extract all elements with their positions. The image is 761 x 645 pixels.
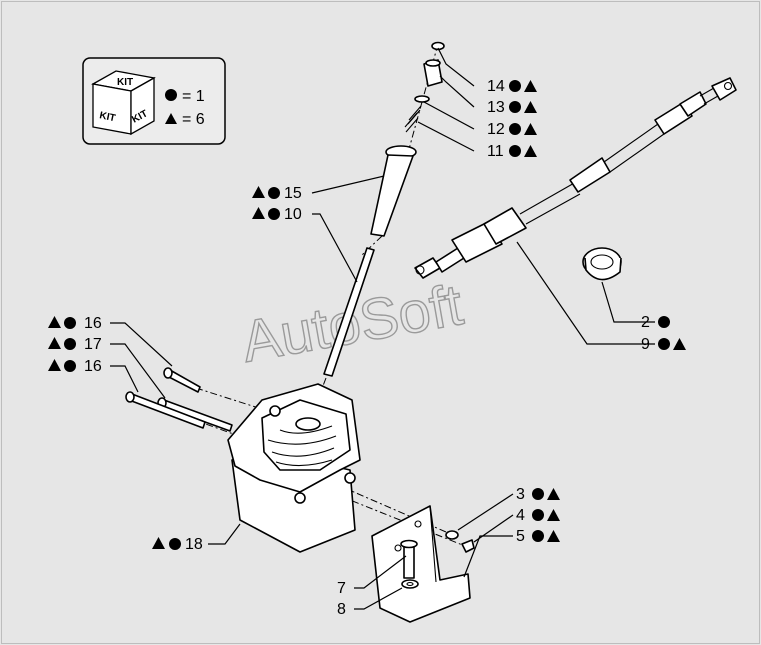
grommet <box>582 247 622 281</box>
bolts <box>125 367 233 432</box>
triangle-symbol-icon <box>152 537 165 549</box>
triangle-symbol-icon <box>48 359 61 371</box>
circle-symbol-icon <box>509 101 521 113</box>
circle-symbol-icon <box>532 509 544 521</box>
callout-3: 3 <box>516 486 560 503</box>
triangle-symbol-icon <box>547 530 560 542</box>
circle-symbol-icon <box>169 538 181 550</box>
circle-symbol-icon <box>64 360 76 372</box>
legend-triangle-text: = 6 <box>182 111 205 128</box>
mounting-bracket <box>371 505 475 623</box>
circle-symbol-icon <box>268 208 280 220</box>
kit-label-front: KIT <box>98 110 116 124</box>
callout-number: 15 <box>284 185 302 202</box>
callout-number: 13 <box>487 99 505 116</box>
circle-symbol-icon <box>64 338 76 350</box>
triangle-symbol-icon <box>252 207 265 219</box>
callout-17: 17 <box>48 336 102 353</box>
callout-7: 7 <box>337 580 346 597</box>
kit-label-top: KIT <box>117 77 133 88</box>
callout-number: 11 <box>487 143 504 160</box>
triangle-symbol-icon <box>48 337 61 349</box>
callout-13: 13 <box>487 99 537 116</box>
triangle-symbol-icon <box>524 101 537 113</box>
circle-symbol-icon <box>509 123 521 135</box>
callout-number: 12 <box>487 121 505 138</box>
callout-4: 4 <box>516 507 560 524</box>
triangle-symbol-icon <box>524 80 537 92</box>
kit-box-icon: KIT KIT KIT <box>91 70 156 136</box>
callout-16-upper: 16 <box>48 315 102 332</box>
callout-number: 16 <box>84 315 102 332</box>
callout-number: 8 <box>337 601 346 618</box>
callout-number: 10 <box>284 206 302 223</box>
callout-number: 7 <box>337 580 346 597</box>
triangle-symbol-icon <box>165 113 177 124</box>
triangle-symbol-icon <box>252 186 265 198</box>
callout-11: 11 <box>487 143 537 160</box>
triangle-symbol-icon <box>524 145 537 157</box>
callout-number: 5 <box>516 528 525 545</box>
callout-16-lower: 16 <box>48 358 102 375</box>
lever-knob-parts <box>404 41 445 133</box>
triangle-symbol-icon <box>524 123 537 135</box>
circle-symbol-icon <box>165 89 177 101</box>
callout-2: 2 <box>641 314 670 331</box>
circle-symbol-icon <box>268 187 280 199</box>
callout-number: 17 <box>84 336 102 353</box>
callout-8: 8 <box>337 601 346 618</box>
callout-15: 15 <box>252 185 302 202</box>
callout-number: 2 <box>641 314 650 331</box>
callout-number: 16 <box>84 358 102 375</box>
gear-cable <box>414 77 737 279</box>
triangle-symbol-icon <box>547 509 560 521</box>
circle-symbol-icon <box>509 145 521 157</box>
callout-number: 3 <box>516 486 525 503</box>
shifter-housing <box>227 383 361 553</box>
circle-symbol-icon <box>64 317 76 329</box>
callout-number: 9 <box>641 336 650 353</box>
callout-number: 4 <box>516 507 525 524</box>
circle-symbol-icon <box>532 488 544 500</box>
callout-5: 5 <box>516 528 560 545</box>
callout-18: 18 <box>152 536 203 553</box>
callout-number: 14 <box>487 78 505 95</box>
leader-lines <box>110 47 655 610</box>
circle-symbol-icon <box>509 80 521 92</box>
circle-symbol-icon <box>658 316 670 328</box>
triangle-symbol-icon <box>673 338 686 350</box>
callout-12: 12 <box>487 121 537 138</box>
legend-circle-text: = 1 <box>182 88 205 105</box>
gear-lever <box>323 145 417 377</box>
callout-10: 10 <box>252 206 302 223</box>
triangle-symbol-icon <box>547 488 560 500</box>
callout-14: 14 <box>487 78 537 95</box>
triangle-symbol-icon <box>48 316 61 328</box>
circle-symbol-icon <box>532 530 544 542</box>
kit-legend: KIT KIT KIT = 1 = 6 <box>82 57 226 145</box>
watermark: AutoSoft <box>237 272 467 375</box>
callout-9: 9 <box>641 336 686 353</box>
circle-symbol-icon <box>658 338 670 350</box>
callout-number: 18 <box>185 536 203 553</box>
